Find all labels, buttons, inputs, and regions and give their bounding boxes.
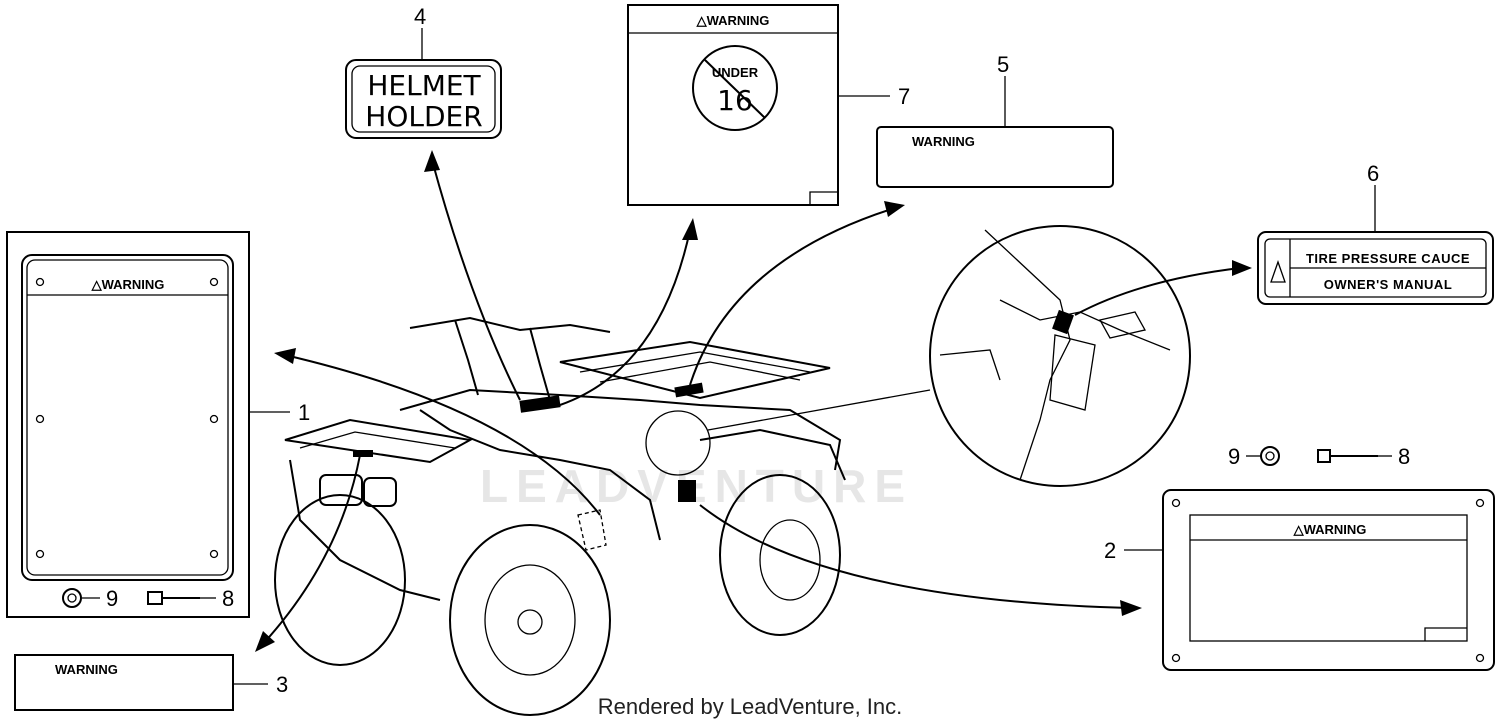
washer-rivet-left: 9 8 [62,586,234,611]
footer-credit: Rendered by LeadVenture, Inc. [597,694,903,719]
callout-5: 5 [997,52,1009,77]
label-6-tire-pressure: TIRE PRESSURE CAUCE OWNER'S MANUAL [1257,231,1494,305]
washer-rivet-right: 9 8 [1228,444,1410,469]
label-5-warning-text: WARNING [912,134,975,149]
label-7-warning-text: △WARNING [696,13,770,28]
callout-8-right: 8 [1398,444,1410,469]
label-4-helmet-holder: HELMET HOLDER [345,59,502,139]
callout-1: 1 [298,400,310,425]
detail-zoom-circle [645,225,1191,487]
label-7-under-16-warning: △WARNING UNDER 16 [627,4,839,206]
label-2-warning-plate: △WARNING [1162,489,1495,671]
callout-6: 6 [1367,161,1379,186]
label-6-line-2: OWNER'S MANUAL [1324,277,1453,292]
label-4-line-2: HOLDER [365,100,482,133]
label-1-warning-text: △WARNING [91,277,165,292]
callout-9-right: 9 [1228,444,1240,469]
leader-arrows [255,150,1252,652]
label-6-line-1: TIRE PRESSURE CAUCE [1306,251,1470,266]
label-4-line-1: HELMET [367,69,481,102]
atv-illustration [274,316,846,716]
label-1-warning-plate: △WARNING [6,231,250,618]
watermark-text: LEADVENTURE [480,460,913,512]
callout-9-left: 9 [106,586,118,611]
callout-7: 7 [898,84,910,109]
callout-8-left: 8 [222,586,234,611]
label-2-warning-text: △WARNING [1293,522,1367,537]
label-7-under-text: UNDER [712,65,759,80]
label-5-warning-strip: WARNING [876,126,1114,188]
callout-3: 3 [276,672,288,697]
label-3-warning-strip: WARNING [14,654,234,711]
label-7-age-text: 16 [717,84,753,117]
callout-4: 4 [414,4,426,29]
label-3-warning-text: WARNING [55,662,118,677]
callout-2: 2 [1104,538,1116,563]
